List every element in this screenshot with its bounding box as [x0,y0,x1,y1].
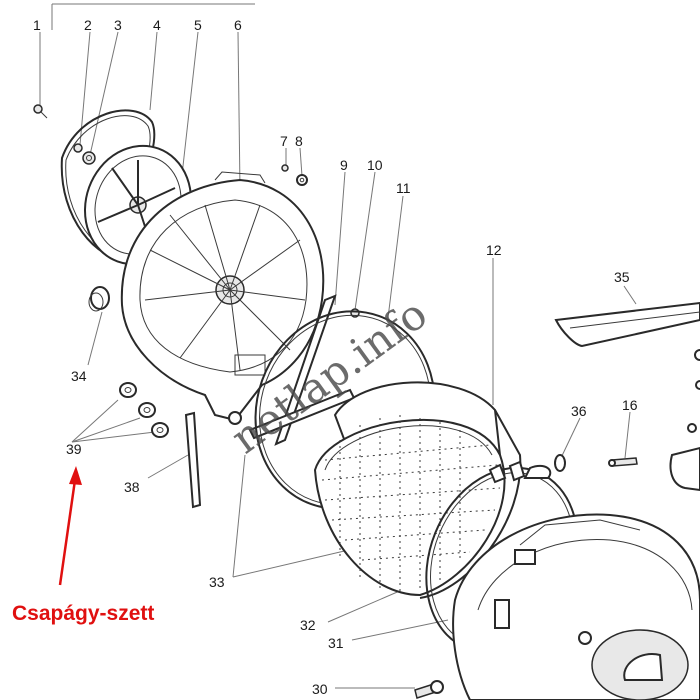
callout-32: 32 [300,617,316,633]
drum-perforation [321,415,501,595]
part-bushing-34 [88,286,110,312]
part-nut-3 [82,151,96,165]
part-screw-30 [414,680,444,699]
part-tub-front-31 [452,513,700,700]
callout-2: 2 [84,17,92,33]
part-bolt-16 [608,457,638,467]
part-screw-7 [281,164,289,172]
part-screw-1 [33,104,48,119]
annotation-arrow [58,466,82,586]
bearing-kit-label: Csapágy-szett [12,602,154,625]
part-washer-8 [296,174,308,186]
callout-35: 35 [614,269,630,285]
part-shaft-38 [184,411,202,509]
callout-11: 11 [396,180,411,196]
part-bar-9 [248,294,356,446]
part-washer-36 [523,454,566,479]
callout-12: 12 [486,242,502,258]
callout-4: 4 [153,17,161,33]
callout-1: 1 [33,17,41,33]
callout-39: 39 [66,441,82,457]
callout-8: 8 [295,133,303,149]
callout-36: 36 [571,403,587,419]
callout-3: 3 [114,17,122,33]
callout-33: 33 [209,574,225,590]
callout-9: 9 [340,157,348,173]
part-mount-right [669,349,700,492]
callout-5: 5 [194,17,202,33]
callout-31: 31 [328,635,344,651]
callout-30: 30 [312,681,328,697]
part-rail-35 [554,301,700,348]
part-washer-2 [73,143,83,153]
callout-16: 16 [622,397,638,413]
leader-lines [39,3,637,689]
callout-numbers: 1 2 3 4 5 6 7 8 9 10 11 12 35 36 16 34 3… [33,17,638,697]
part-drum-12 [313,381,522,599]
callout-34: 34 [71,368,87,384]
callout-6: 6 [234,17,242,33]
callout-38: 38 [124,479,140,495]
part-bearings-39 [119,382,169,438]
callout-7: 7 [280,133,288,149]
callout-10: 10 [367,157,383,173]
